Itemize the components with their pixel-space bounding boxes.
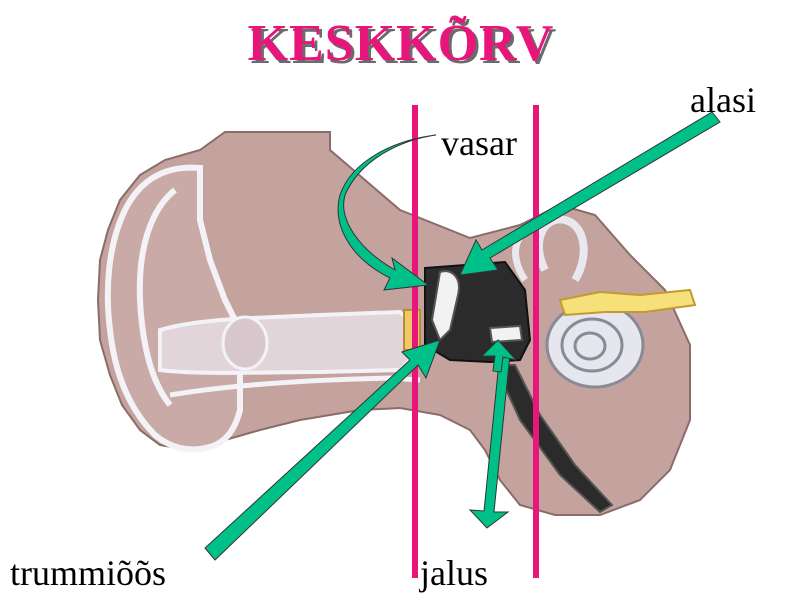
ear-canal xyxy=(158,309,417,375)
canal-ring xyxy=(221,315,269,371)
diagram-title: KESKKÕRV xyxy=(247,15,555,72)
ossicle-malleus xyxy=(430,270,460,342)
arrow-trummiooss xyxy=(204,339,441,561)
label-alasi: alasi xyxy=(690,80,756,120)
pinna xyxy=(104,164,243,453)
ossicle-stapes xyxy=(488,324,524,344)
auditory-nerve xyxy=(558,288,697,317)
label-trummiooss: trummiõõs xyxy=(10,553,167,593)
canal-floor xyxy=(169,375,421,398)
arrow-jalus-head xyxy=(480,339,518,373)
label-vasar: vasar xyxy=(441,123,517,163)
arrow-alasi xyxy=(459,111,721,276)
arrow-jalus xyxy=(468,351,511,529)
arrow-vasar xyxy=(337,134,437,291)
label-jalus: jalus xyxy=(420,553,488,593)
cochlea-turn-1 xyxy=(560,317,624,373)
pinna-fold xyxy=(136,187,177,407)
cochlea-turn-2 xyxy=(573,331,607,361)
semicircular-canal-1 xyxy=(534,215,588,283)
